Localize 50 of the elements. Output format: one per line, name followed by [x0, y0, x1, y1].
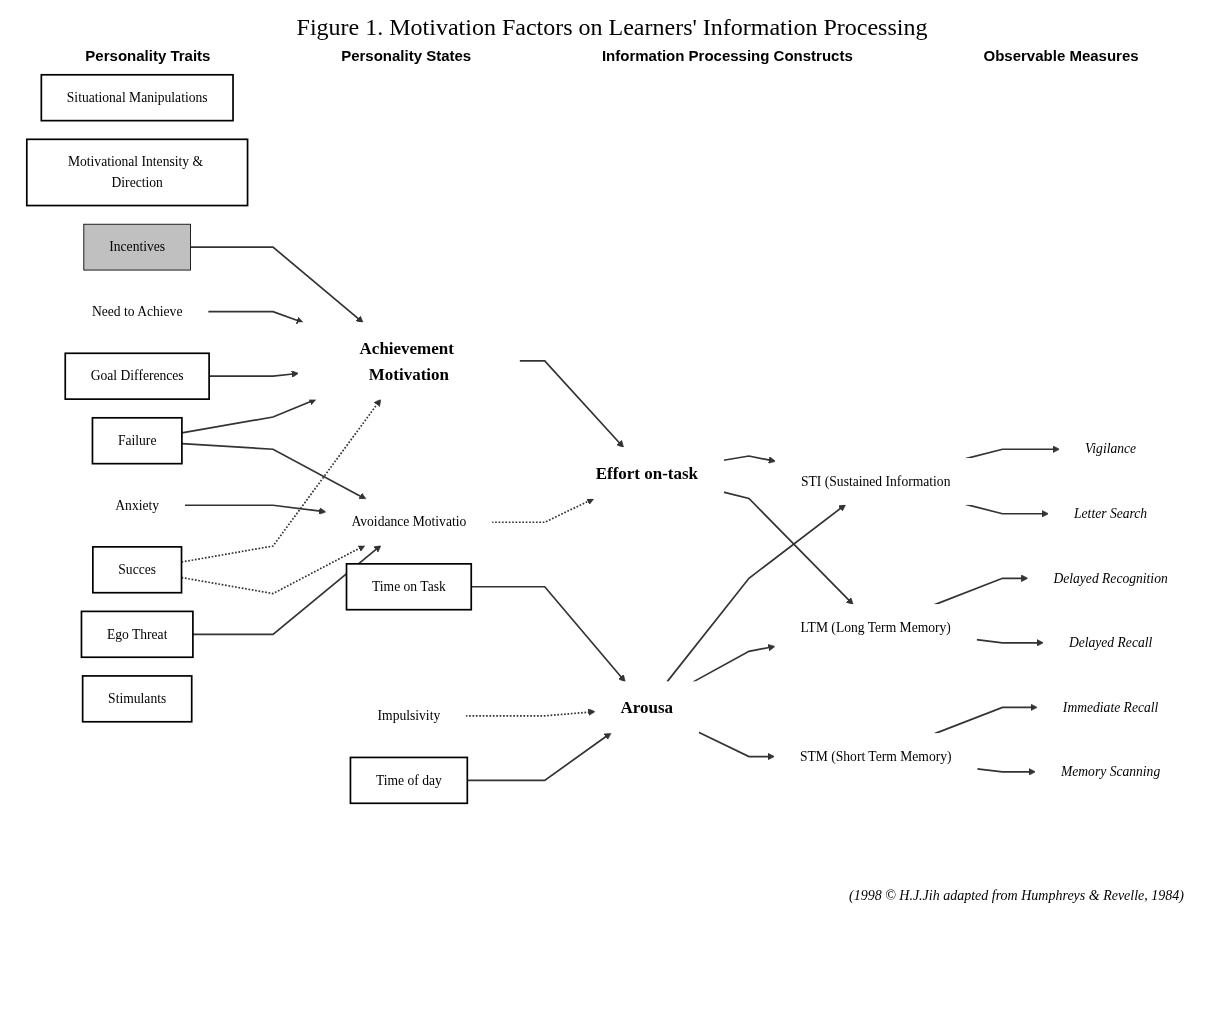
node-box: Motivational Intensity & Direction [25, 138, 249, 207]
node-text: Memory Scanning [1060, 764, 1161, 779]
arrow [692, 644, 776, 683]
arrow [976, 767, 1036, 776]
arrow [933, 574, 1029, 606]
node-text: Immediate Recall [1062, 699, 1159, 715]
node-text: STI (Sustained Information [801, 473, 951, 489]
arrow [183, 504, 327, 515]
node-text: Effort on-task [595, 463, 699, 483]
arrow [189, 246, 364, 324]
node-box: Ego Threat [80, 610, 194, 659]
arrow [666, 504, 847, 683]
arrow [490, 498, 595, 524]
column-heading: Personality Traits [85, 47, 211, 64]
arrow [192, 544, 382, 636]
node-text: Achievement Motivation [359, 338, 454, 383]
node-text: Vigilance [1085, 441, 1137, 457]
node-text: Impulsivity [377, 708, 441, 723]
arrow [722, 455, 776, 464]
node-text: Arousa [620, 698, 674, 717]
arrow [697, 731, 775, 761]
node-box: Incentives [83, 223, 191, 271]
node-text: Delayed Recall [1068, 635, 1153, 650]
node-box: Failure [91, 416, 183, 465]
node-box: Time on Task [345, 563, 473, 611]
arrow [975, 638, 1044, 647]
arrow [722, 491, 854, 605]
node-text: LTM (Long Term Memory) [800, 619, 951, 635]
arrow [518, 360, 624, 448]
node-box: Time of day [349, 756, 469, 805]
node-box: Succes [92, 546, 183, 594]
figure-title: Figure 1. Motivation Factors on Learners' Information Processing [295, 14, 929, 41]
node-text: Anxiety [115, 497, 160, 513]
node-box: Situational Manipulations [40, 73, 234, 122]
arrow [464, 708, 596, 717]
arrow [181, 398, 317, 434]
column-heading: Observable Measures [983, 47, 1139, 64]
column-heading: Information Processing Constructs [601, 47, 853, 64]
node-text: Avoidance Motivatio [351, 514, 467, 530]
node-text: Need to Achieve [91, 304, 183, 319]
node-text: Delayed Recognition [1053, 570, 1168, 586]
node-box: Goal Differences [64, 352, 210, 400]
arrow [933, 703, 1038, 735]
column-heading: Personality States [341, 47, 472, 64]
arrow [207, 310, 304, 324]
caption: (1998 © H.J.Jih adapted from Humphreys & Revelle, 1984) [847, 888, 1184, 904]
node-text: Letter Search [1074, 506, 1148, 521]
node-box: Stimulants [81, 675, 193, 723]
node-text: STM (Short Term Memory) [799, 748, 952, 764]
arrow [181, 442, 367, 500]
